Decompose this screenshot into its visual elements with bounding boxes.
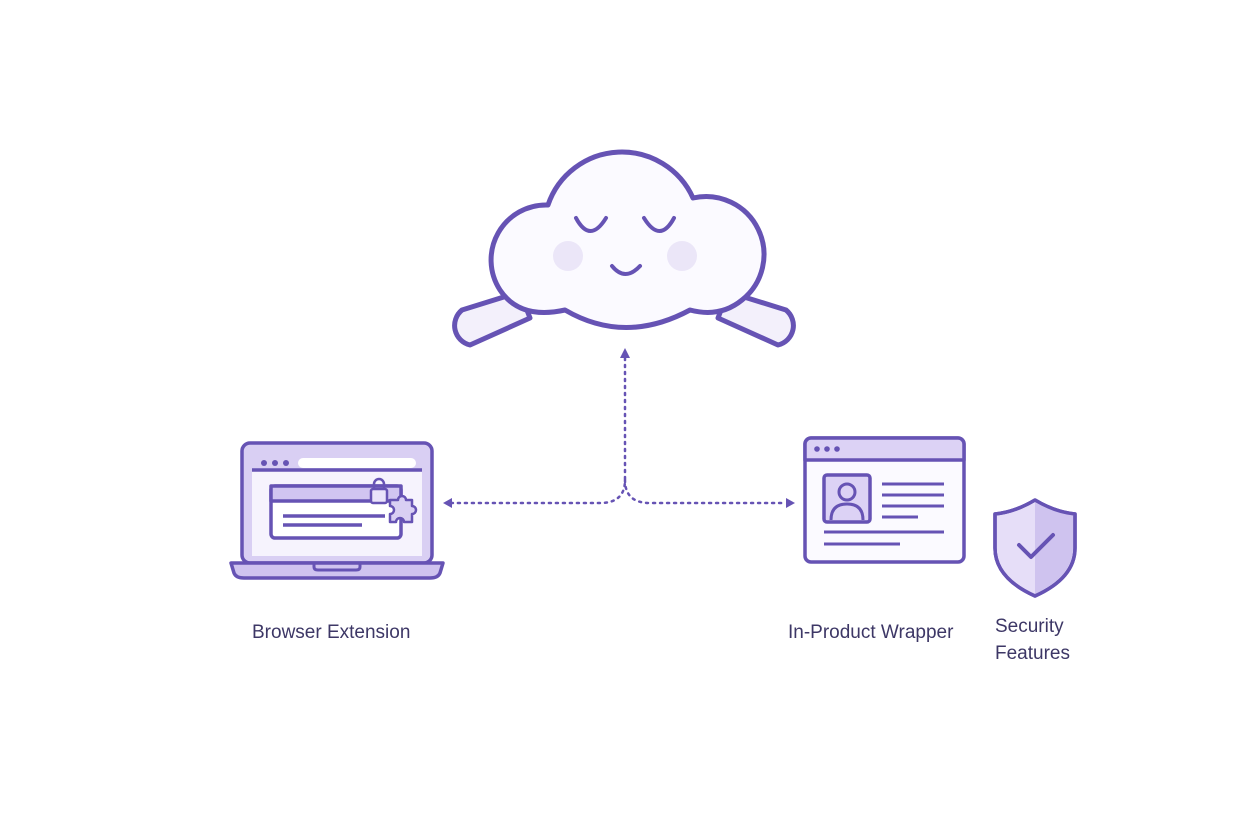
- arrow-right-icon: [786, 498, 795, 508]
- security-features-label-line2: Features: [995, 643, 1070, 664]
- in-product-wrapper-label: In-Product Wrapper: [788, 622, 954, 643]
- laptop-extension-icon: [229, 441, 445, 580]
- arrow-up-icon: [620, 348, 630, 358]
- shield-check-icon: [993, 498, 1077, 598]
- arrow-left-icon: [443, 498, 452, 508]
- security-features-label-line1: Security: [995, 616, 1064, 637]
- connector-lines: [450, 356, 788, 505]
- arrow-heads: [443, 348, 795, 508]
- lock-icon: [369, 487, 389, 505]
- puzzle-icon: [388, 494, 418, 524]
- browser-window-profile-icon: [803, 436, 966, 564]
- security-features-label: Security Features: [995, 613, 1070, 667]
- sleeping-cloud-icon: [452, 149, 796, 348]
- browser-extension-label: Browser Extension: [252, 622, 411, 643]
